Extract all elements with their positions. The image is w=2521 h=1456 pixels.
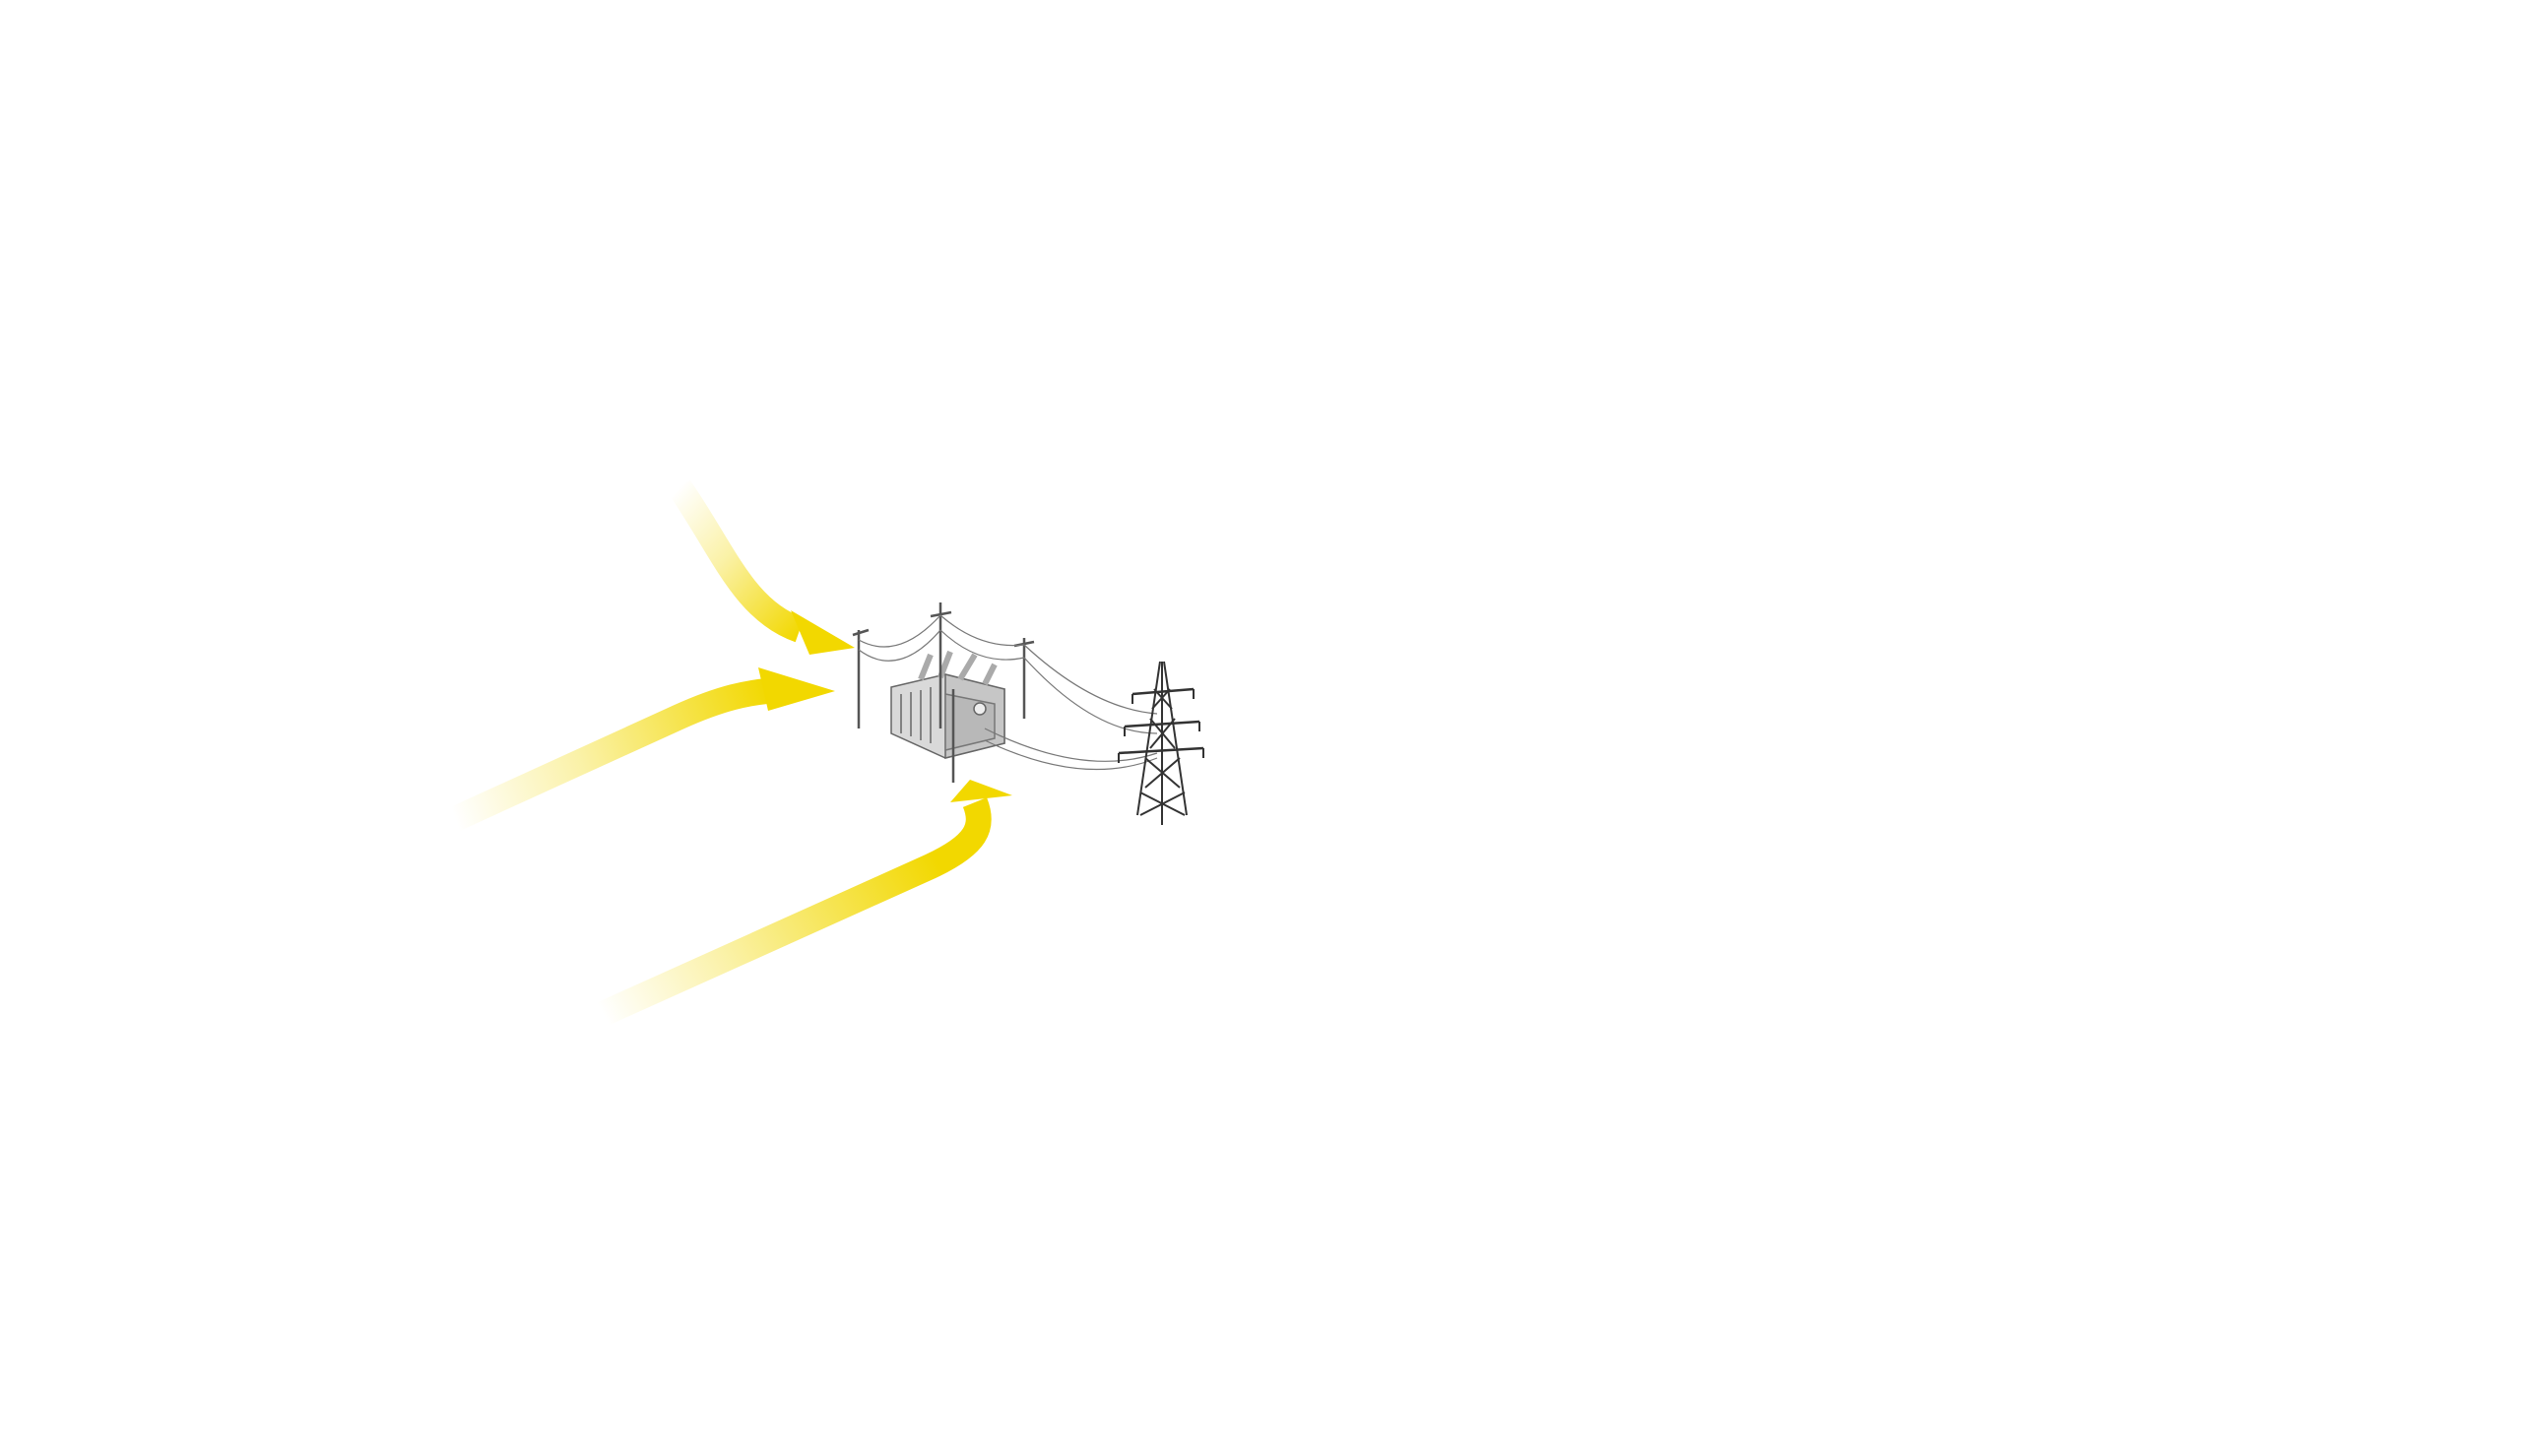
arrow-from-top	[669, 479, 855, 655]
transformer-icon	[890, 650, 1005, 759]
transmission-tower	[1118, 661, 1204, 825]
arrow-from-bottom	[597, 780, 1012, 1026]
substation	[852, 602, 1158, 783]
pylon-icon	[1118, 661, 1204, 825]
arrow-from-left	[449, 667, 835, 831]
